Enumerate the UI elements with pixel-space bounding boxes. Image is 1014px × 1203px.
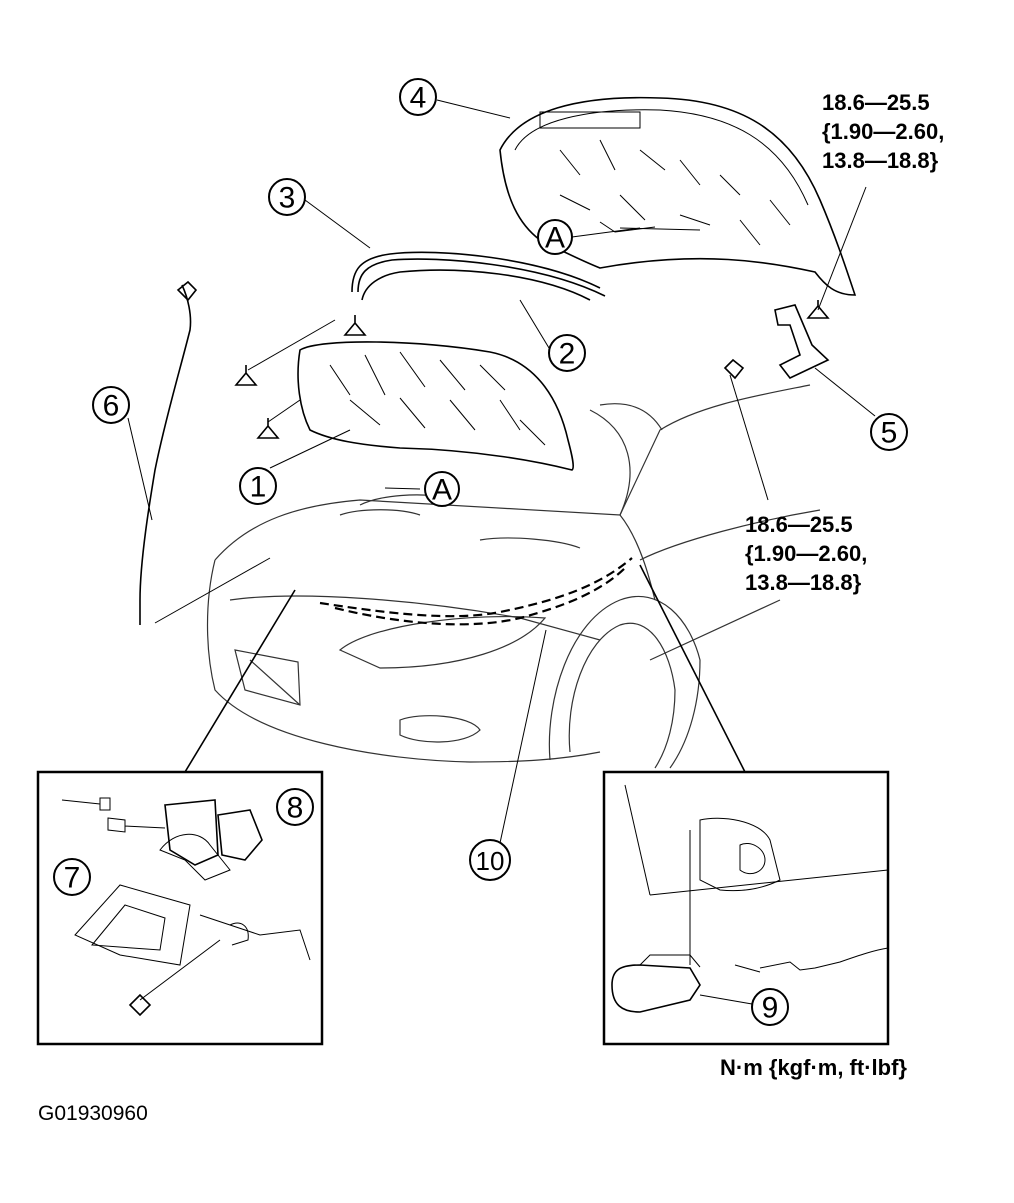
torque-spec-bottom: 18.6—25.5 {1.90—2.60, 13.8—18.8}	[745, 510, 867, 597]
torque-spec-top-line1: 18.6—25.5	[822, 90, 930, 115]
callout-6-label: 6	[103, 390, 120, 423]
reference-mark-a-lower: A	[424, 471, 460, 507]
vehicle-body-outline	[206, 384, 821, 769]
torque-spec-top-line3: 13.8—18.8}	[822, 148, 939, 173]
hood-hinge	[723, 300, 830, 380]
prop-rod-clip	[176, 280, 198, 302]
hood-seals	[351, 251, 606, 301]
callout-6: 6	[92, 386, 130, 424]
callout-2-label: 2	[559, 338, 576, 371]
torque-spec-bottom-line2: {1.90—2.60,	[745, 541, 868, 566]
latch-inset	[36, 770, 324, 1046]
callout-7-label: 7	[64, 862, 81, 895]
torque-spec-top: 18.6—25.5 {1.90—2.60, 13.8—18.8}	[822, 88, 944, 175]
callout-2: 2	[548, 334, 586, 372]
reference-mark-a-lower-label: A	[432, 474, 452, 507]
release-lever-inset	[602, 770, 890, 1046]
release-cable-dashed-lower	[334, 567, 626, 626]
callout-7: 7	[53, 858, 91, 896]
callout-4: 4	[399, 78, 437, 116]
callout-10: 10	[469, 839, 511, 881]
hood-prop-rod	[139, 284, 192, 625]
callout-10-label: 10	[476, 846, 505, 876]
leader-lines	[127, 99, 876, 844]
hood-insulator	[297, 341, 575, 471]
callout-8: 8	[276, 788, 314, 826]
callout-1: 1	[239, 467, 277, 505]
callout-9-label: 9	[762, 992, 779, 1025]
torque-spec-bottom-line1: 18.6—25.5	[745, 512, 853, 537]
torque-spec-top-line2: {1.90—2.60,	[822, 119, 945, 144]
callout-8-label: 8	[287, 792, 304, 825]
release-cable-dashed	[319, 557, 633, 618]
figure-code: G01930960	[38, 1102, 148, 1125]
hood-panel	[499, 96, 857, 296]
callout-5-label: 5	[881, 417, 898, 450]
torque-unit-note: N·m {kgf·m, ft·lbf}	[720, 1055, 907, 1080]
reference-mark-a-upper: A	[537, 219, 573, 255]
reference-mark-a-upper-label: A	[545, 222, 565, 255]
callout-4-label: 4	[410, 82, 427, 115]
clips	[234, 315, 367, 439]
callout-3-label: 3	[279, 182, 296, 215]
callout-5: 5	[870, 413, 908, 451]
callout-3: 3	[268, 178, 306, 216]
callout-9: 9	[751, 988, 789, 1026]
callout-1-label: 1	[250, 471, 267, 504]
torque-spec-bottom-line3: 13.8—18.8}	[745, 570, 862, 595]
